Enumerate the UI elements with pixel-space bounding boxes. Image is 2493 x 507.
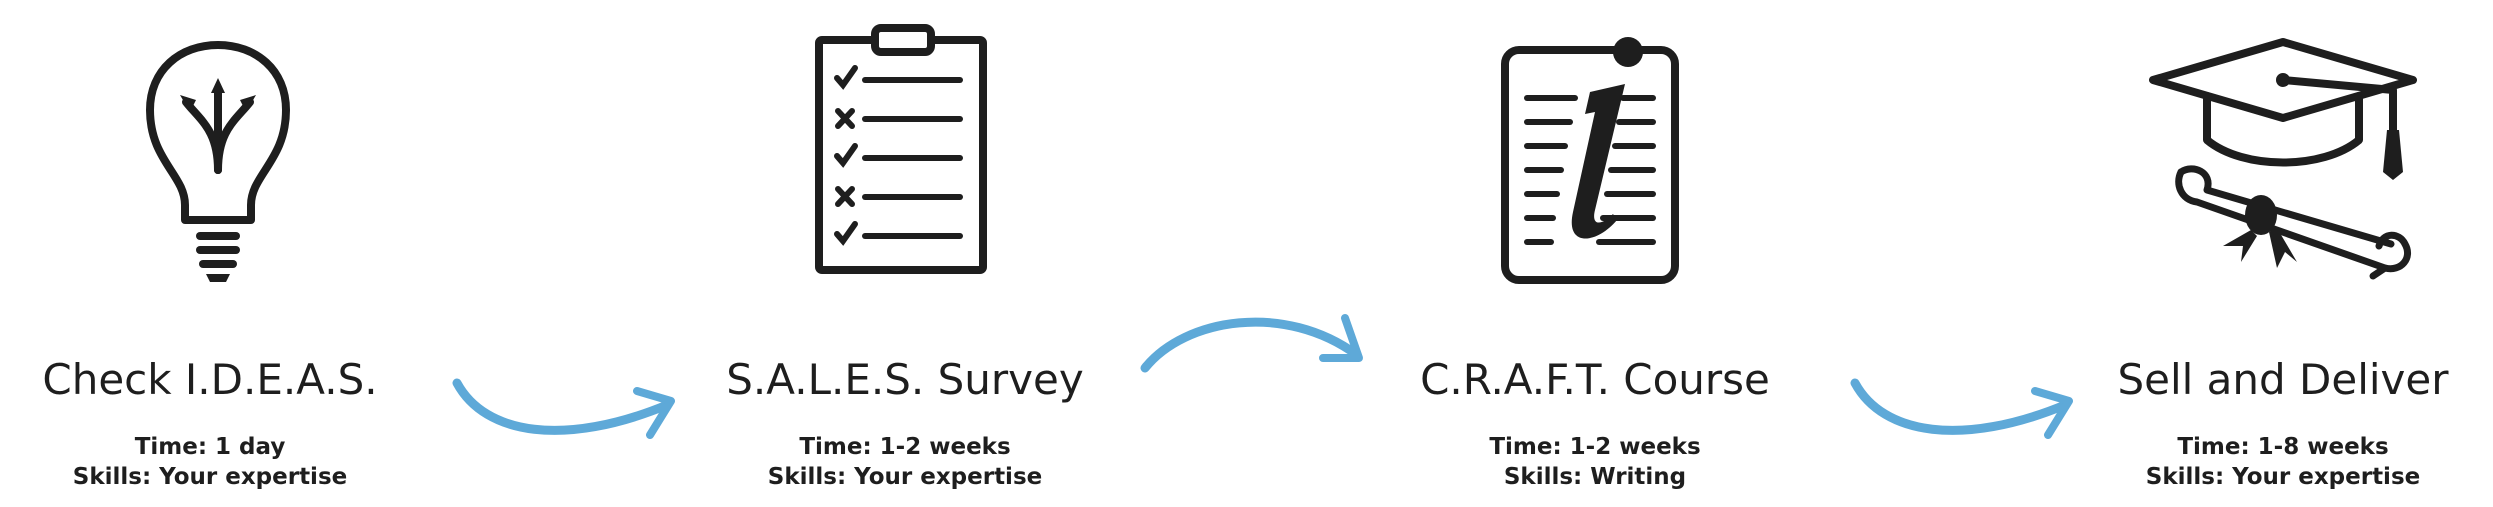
step-sell-deliver: Sell and Deliver Time: 1-8 weeks Skills:… bbox=[2073, 0, 2493, 507]
info-document-icon bbox=[1501, 37, 1679, 284]
arrow-1-icon bbox=[452, 378, 675, 439]
step-title: S.A.L.E.S. Survey bbox=[726, 355, 1084, 404]
arrow-3-icon bbox=[1850, 378, 2073, 439]
graduation-cap-diploma-icon bbox=[2149, 38, 2417, 280]
clipboard-checklist-icon bbox=[815, 24, 987, 274]
lightbulb-icon bbox=[146, 41, 290, 282]
step-meta: Time: 1-2 weeks Skills: Writing bbox=[1385, 432, 1805, 492]
step-sales-survey: S.A.L.E.S. Survey Time: 1-2 weeks Skills… bbox=[695, 0, 1115, 507]
arrow-2-icon bbox=[1140, 314, 1363, 373]
step-craft-course: C.R.A.F.T. Course Time: 1-2 weeks Skills… bbox=[1385, 0, 1805, 507]
step-skills: Skills: Your expertise bbox=[767, 464, 1043, 490]
step-meta: Time: 1-2 weeks Skills: Your expertise bbox=[695, 432, 1115, 492]
step-skills: Skills: Writing bbox=[1503, 464, 1687, 490]
step-check-ideas: Check I.D.E.A.S. Time: 1 day Skills: You… bbox=[0, 0, 420, 507]
step-time: Time: 1-2 weeks bbox=[799, 434, 1011, 460]
step-title: Sell and Deliver bbox=[2117, 355, 2449, 404]
step-skills: Skills: Your expertise bbox=[2145, 464, 2421, 490]
step-title: C.R.A.F.T. Course bbox=[1420, 355, 1770, 404]
step-time: Time: 1-2 weeks bbox=[1489, 434, 1701, 460]
step-meta: Time: 1-8 weeks Skills: Your expertise bbox=[2073, 432, 2493, 492]
step-time: Time: 1 day bbox=[134, 434, 286, 460]
step-skills: Skills: Your expertise bbox=[72, 464, 348, 490]
step-time: Time: 1-8 weeks bbox=[2177, 434, 2389, 460]
step-meta: Time: 1 day Skills: Your expertise bbox=[0, 432, 420, 492]
step-title: Check I.D.E.A.S. bbox=[42, 355, 378, 404]
